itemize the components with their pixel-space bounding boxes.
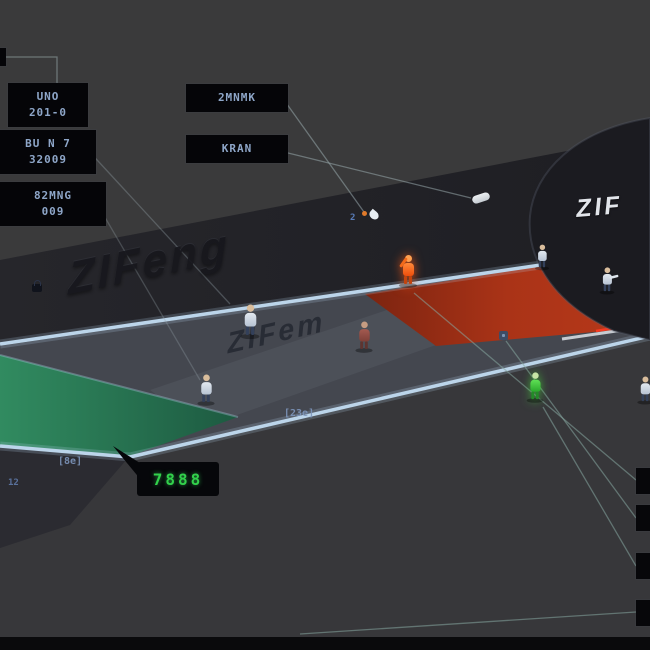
callout-box-top-1[interactable]: 2MNMK xyxy=(186,84,288,112)
green-zone-top-line xyxy=(0,354,239,418)
shuttle-tip xyxy=(362,211,367,216)
shuttle-cone xyxy=(367,208,381,222)
player-torso xyxy=(402,263,414,276)
bottom-bar xyxy=(0,637,650,650)
corner-label: 12 xyxy=(8,478,19,488)
selected-player-figure[interactable] xyxy=(399,255,417,288)
player-torso xyxy=(640,383,650,395)
shuttle-count-label: 2 xyxy=(350,213,356,223)
opponent-player-figure[interactable] xyxy=(355,321,373,353)
player-head xyxy=(202,374,210,382)
leader-right-4 xyxy=(299,611,637,635)
player-legs xyxy=(537,260,548,268)
player-figure[interactable] xyxy=(197,374,215,406)
callout-box-left-2[interactable]: BU N 7 32009 xyxy=(0,130,96,174)
player-torso xyxy=(200,382,212,395)
leader-left-2 xyxy=(85,147,231,305)
player-torso xyxy=(358,329,370,342)
leader-top-2 xyxy=(283,151,472,199)
callout-box-right-4[interactable] xyxy=(636,600,650,626)
player-head xyxy=(642,376,648,383)
lock-icon xyxy=(32,280,42,292)
marker-badge-icon xyxy=(499,331,508,340)
corner-dark-floor xyxy=(0,447,128,548)
shuttlecock-icon[interactable] xyxy=(362,208,381,222)
callout-text: 009 xyxy=(41,204,65,218)
player-legs xyxy=(601,284,612,292)
player-head xyxy=(246,304,254,312)
zone-label-left: [8e] xyxy=(58,456,83,467)
green-zone xyxy=(0,355,238,456)
player-legs xyxy=(243,326,258,335)
callout-text: 2MNMK xyxy=(217,91,257,104)
player-legs xyxy=(639,394,650,402)
leader-lines xyxy=(0,56,637,635)
zone-label-mid: [23e] xyxy=(284,408,315,419)
curtain-backdrop xyxy=(528,116,650,342)
callout-box-top-2[interactable]: KRAN xyxy=(186,135,288,163)
player-torso xyxy=(537,250,547,261)
leader-right-3 xyxy=(542,406,637,567)
player-legs xyxy=(357,341,370,350)
leader-right-2 xyxy=(505,340,637,519)
player-figure[interactable] xyxy=(534,244,550,271)
callout-text: 82MNG xyxy=(33,189,73,202)
floor-foreground xyxy=(0,336,650,650)
curtain-logo-text: ZIF xyxy=(574,191,624,223)
court-sheen xyxy=(150,292,490,428)
player-head xyxy=(539,244,545,251)
callout-text: UNO xyxy=(36,90,60,103)
callout-box-left-3[interactable]: 82MNG 009 xyxy=(0,182,106,226)
player-torso xyxy=(602,273,612,285)
player-legs xyxy=(401,276,415,284)
leader-right-1 xyxy=(413,292,637,481)
leader-offscreen-top-left xyxy=(0,56,58,84)
callout-box-offscreen[interactable] xyxy=(0,48,6,66)
player-figure[interactable] xyxy=(240,304,260,340)
player-head xyxy=(360,321,368,329)
player-head xyxy=(531,372,539,379)
player-figure[interactable] xyxy=(637,376,650,405)
callout-text: BU N 7 xyxy=(25,137,71,150)
highlighted-player-figure[interactable] xyxy=(526,372,544,403)
player-head xyxy=(404,255,412,262)
callout-box-right-1[interactable] xyxy=(636,468,650,494)
player-head xyxy=(604,267,610,274)
scoreboard-value: 7888 xyxy=(152,469,204,489)
scoreboard: 7888 xyxy=(113,446,219,496)
leader-top-1 xyxy=(283,99,365,213)
back-wall-band xyxy=(0,135,650,346)
player-legs xyxy=(199,394,212,403)
callout-box-left-1[interactable]: UNO 201-0 xyxy=(8,83,88,127)
callout-text: 201-0 xyxy=(28,105,68,119)
callout-box-right-2[interactable] xyxy=(636,505,650,531)
callout-text: KRAN xyxy=(221,142,253,155)
leader-left-3 xyxy=(95,201,201,381)
pointing-player-figure[interactable] xyxy=(599,267,619,295)
callout-text: 32009 xyxy=(28,152,68,166)
player-torso xyxy=(244,312,256,327)
callout-box-right-3[interactable] xyxy=(636,553,650,579)
player-legs xyxy=(529,391,542,400)
player-torso xyxy=(529,379,541,392)
